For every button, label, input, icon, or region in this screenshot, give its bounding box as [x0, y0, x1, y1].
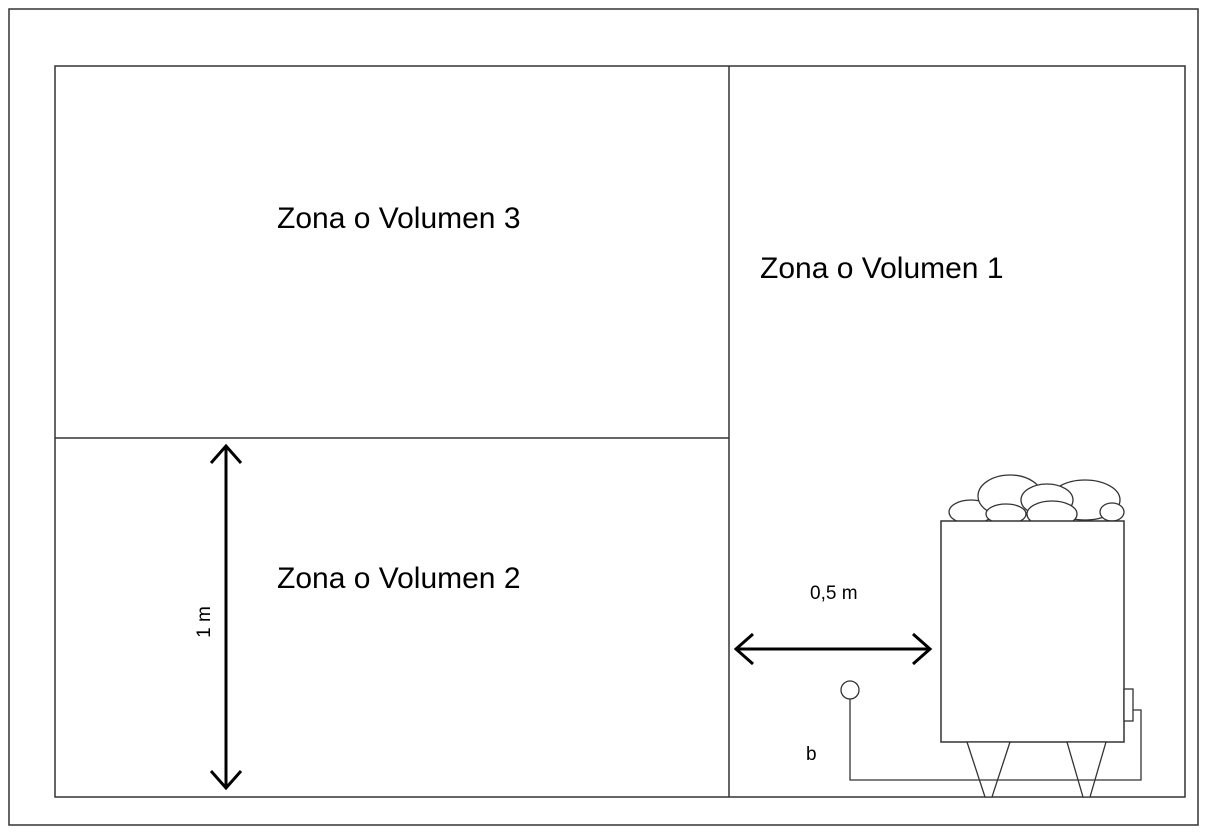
room-boundary — [54, 65, 1186, 798]
sensor-wire — [849, 699, 1142, 781]
heater-control-switch — [1123, 688, 1134, 722]
zone-3-label: Zona o Volumen 3 — [277, 202, 521, 235]
height-dimension-label: 1 m — [194, 606, 215, 638]
sensor-label: b — [806, 744, 817, 765]
outer-frame — [8, 8, 1199, 826]
height-dimension-arrow — [209, 443, 243, 791]
sensor-icon — [840, 680, 860, 700]
heater-body — [940, 520, 1125, 743]
distance-dimension-label: 0,5 m — [810, 583, 858, 604]
heater-stones — [948, 474, 1125, 528]
heater-legs — [966, 741, 1107, 798]
zone-1-label: Zona o Volumen 1 — [760, 252, 1004, 285]
distance-dimension-arrow — [733, 632, 933, 666]
zone-2-label: Zona o Volumen 2 — [277, 562, 521, 595]
